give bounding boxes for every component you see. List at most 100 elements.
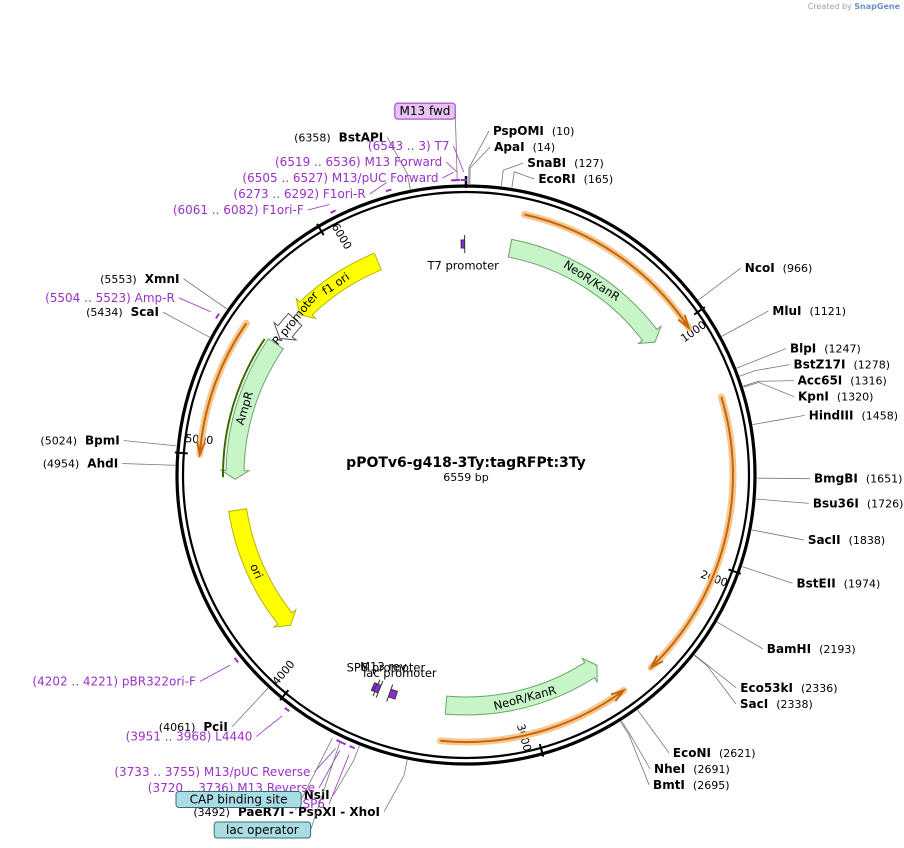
site-leader xyxy=(468,130,490,185)
site-pos: (5553) xyxy=(100,273,137,286)
feature-label: SP6 promoter xyxy=(347,661,426,675)
orange-arc-halo xyxy=(520,211,693,332)
site-pos: (5024) xyxy=(40,435,77,448)
primer-label: (6061 .. 6082) F1ori-F xyxy=(173,203,304,217)
site-name: EcoNI xyxy=(673,746,711,760)
boxed-text: M13 fwd xyxy=(400,104,451,118)
site-name: BstZ17I xyxy=(794,358,846,372)
site-name: BlpI xyxy=(790,342,816,356)
site-name: Acc65I xyxy=(798,374,843,388)
boxed-text: lac operator xyxy=(226,823,299,837)
site-leader xyxy=(736,348,787,369)
site-name: Eco53kI xyxy=(740,681,793,695)
primer-label: (6543 .. 3) T7 xyxy=(368,139,450,153)
orange-arc xyxy=(650,396,734,669)
tick-mark xyxy=(538,743,545,757)
site-pos: (5434) xyxy=(86,306,123,319)
site-leader xyxy=(511,171,535,188)
site-pos: (165) xyxy=(584,173,614,186)
feature-label: NeoR/KanR xyxy=(492,683,558,713)
site-label: (3492)PaeR7I - PspXI - XhoI xyxy=(193,805,380,819)
primer-leader xyxy=(199,664,231,682)
site-pos: (2621) xyxy=(719,747,756,760)
site-name: BstAPI xyxy=(339,130,384,144)
site-name: BamHI xyxy=(767,642,811,656)
site-leader xyxy=(162,311,210,338)
site-pos: (6358) xyxy=(294,131,331,144)
feature-arrow xyxy=(507,238,662,345)
site-leader xyxy=(756,477,810,480)
site-pos: (1838) xyxy=(849,534,886,547)
site-label: Bsu36I (1726) xyxy=(813,496,904,510)
primer-mark xyxy=(284,706,290,713)
site-label: SnaBI(127) xyxy=(527,156,604,170)
site-leader xyxy=(122,463,176,466)
site-label: Eco53kI(2336) xyxy=(740,681,837,695)
site-pos: (1726) xyxy=(867,497,904,510)
site-name: ScaI xyxy=(131,305,159,319)
site-name: SnaBI xyxy=(527,156,566,170)
site-leader xyxy=(742,566,793,584)
site-leader xyxy=(742,380,794,387)
center-title: pPOTv6-g418-3Ty:tagRFPt:3Ty 6559 bp xyxy=(346,455,586,484)
boxed-leader xyxy=(300,737,333,800)
feature-arrow xyxy=(219,337,285,480)
primer-label: (6505 .. 6527) M13/pUC Forward xyxy=(242,171,438,185)
orange-arcs xyxy=(196,211,737,746)
site-pos: (1316) xyxy=(850,375,887,388)
site-name: SacI xyxy=(740,697,768,711)
site-label: KpnI(1320) xyxy=(798,390,873,404)
primer-mark xyxy=(215,313,220,320)
site-pos: (4061) xyxy=(159,721,196,734)
watermark-brand: SnapGene xyxy=(854,2,900,11)
tick-mark xyxy=(693,306,706,316)
site-pos: (1121) xyxy=(809,305,846,318)
site-leader xyxy=(721,310,769,337)
feature-arrow xyxy=(444,657,598,716)
site-leader xyxy=(183,278,228,310)
site-name: AhdI xyxy=(87,457,118,471)
site-pos: (1974) xyxy=(844,577,881,590)
site-pos: (1320) xyxy=(837,391,874,404)
orange-arrowhead xyxy=(610,688,627,702)
site-pos: (2691) xyxy=(693,763,730,776)
feature-arrow xyxy=(295,252,382,320)
primer-mark xyxy=(385,188,392,193)
site-name: NcoI xyxy=(745,261,775,275)
site-name: Bsu36I xyxy=(813,496,859,510)
feature-label: M13 rev xyxy=(360,659,407,673)
site-leader xyxy=(123,440,177,447)
site-name: PspOMI xyxy=(493,124,544,138)
site-name: PaeR7I - PspXI - XhoI xyxy=(238,805,380,819)
site-label: BlpI(1247) xyxy=(790,342,861,356)
site-label: (4061) PciI xyxy=(159,720,228,734)
primer-label: (3733 .. 3755) M13/pUC Reverse xyxy=(114,765,310,779)
site-pos: (2695) xyxy=(693,779,730,792)
primer-label: (4202 .. 4221) pBR322ori-F xyxy=(32,674,196,688)
site-name: PciI xyxy=(203,720,228,734)
site-pos: (1458) xyxy=(861,409,898,422)
site-label: (5434) ScaI xyxy=(86,305,159,319)
site-leader xyxy=(469,146,491,185)
site-label: Acc65I (1316) xyxy=(798,374,887,388)
site-pos: (966) xyxy=(783,262,813,275)
site-name: HindIII xyxy=(809,408,854,422)
site-label: SacII(1838) xyxy=(808,533,885,547)
site-label: BmgBI(1651) xyxy=(814,472,902,486)
site-leader xyxy=(739,364,790,377)
site-pos: (14) xyxy=(533,141,556,154)
site-label: SacI(2338) xyxy=(740,697,813,711)
site-name: EcoRI xyxy=(538,172,575,186)
site-leader xyxy=(500,162,524,187)
tick-label: 6000 xyxy=(329,221,354,252)
tick-mark xyxy=(174,451,188,455)
site-label: NcoI (966) xyxy=(745,261,812,275)
feature-label: T7 promoter xyxy=(427,259,500,273)
feature-arrow xyxy=(228,508,297,628)
site-name: XmnI xyxy=(145,272,180,286)
boxed-rect xyxy=(175,791,302,809)
tick-mark xyxy=(316,223,325,236)
primer-mark xyxy=(233,657,239,663)
